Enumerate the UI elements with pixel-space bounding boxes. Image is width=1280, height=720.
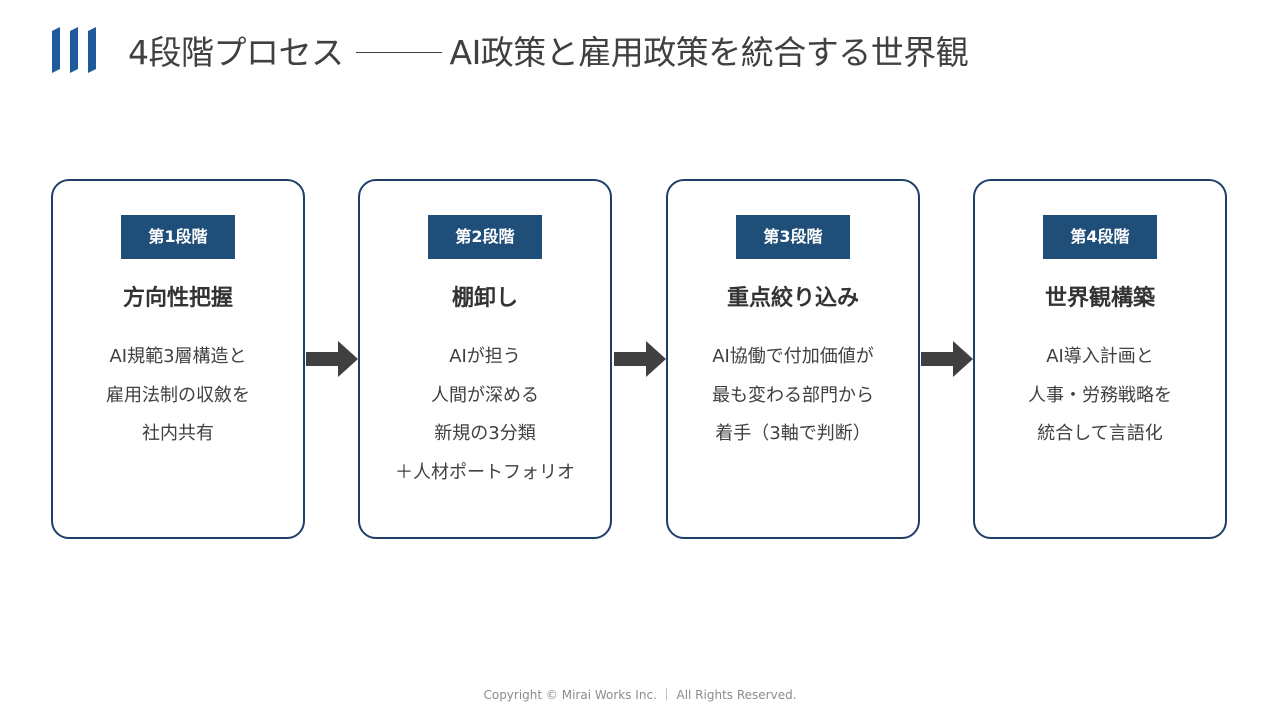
stage-description: AIが担う 人間が深める 新規の3分類 ＋人材ポートフォリオ [360, 338, 610, 492]
stage-description-line: AI規範3層構造と [109, 346, 247, 367]
stage-description-line: 最も変わる部門から [712, 384, 874, 406]
title-separator [355, 52, 442, 53]
right-arrow-icon [614, 341, 666, 377]
stage-title: 棚卸し [451, 286, 518, 311]
stage-card-2: 第2段階 棚卸し AIが担う 人間が深める 新規の3分類 ＋人材ポートフォリオ [358, 179, 612, 539]
stage-description-line: AIが担う [449, 346, 521, 367]
stage-title: 方向性把握 [122, 286, 233, 311]
stage-description-line: 人事・労務戦略を [1028, 384, 1172, 406]
right-arrow-icon [306, 341, 358, 377]
stage-description-line: 社内共有 [142, 423, 214, 444]
stage-description: AI規範3層構造と 雇用法制の収斂を 社内共有 [53, 338, 303, 454]
copyright-footer: Copyright © Mirai Works Inc. ｜ All Right… [483, 688, 797, 702]
stage-card-3: 第3段階 重点絞り込み AI協働で付加価値が 最も変わる部門から 着手（3軸で判… [666, 179, 920, 539]
stage-description: AI協働で付加価値が 最も変わる部門から 着手（3軸で判断） [668, 338, 918, 454]
stage-badge: 第1段階 [121, 215, 235, 259]
stage-description-line: 着手（3軸で判断） [715, 423, 871, 444]
stage-badge: 第2段階 [428, 215, 542, 259]
stage-description-line: 人間が深める [431, 384, 539, 406]
page-title: 4段階プロセス AI政策と雇用政策を統合する世界観 [128, 30, 969, 76]
stage-title: 世界観構築 [1044, 286, 1155, 311]
stage-title: 重点絞り込み [726, 286, 859, 311]
page-title-sub: AI政策と雇用政策を統合する世界観 [449, 33, 969, 72]
stage-description-line: 新規の3分類 [434, 423, 536, 444]
page-title-main: 4段階プロセス [128, 33, 344, 72]
right-arrow-icon [921, 341, 973, 377]
stage-badge: 第4段階 [1043, 215, 1157, 259]
stage-card-4: 第4段階 世界観構築 AI導入計画と 人事・労務戦略を 統合して言語化 [973, 179, 1227, 539]
stage-description-line: 統合して言語化 [1037, 423, 1163, 444]
stage-description-line: AI導入計画と [1046, 346, 1154, 367]
stage-card-1: 第1段階 方向性把握 AI規範3層構造と 雇用法制の収斂を 社内共有 [51, 179, 305, 539]
company-logo-icon [52, 27, 96, 73]
stage-description-line: AI協働で付加価値が [712, 346, 874, 367]
stage-description-line: ＋人材ポートフォリオ [395, 461, 575, 483]
stage-badge: 第3段階 [736, 215, 850, 259]
stage-description-line: 雇用法制の収斂を [106, 384, 250, 406]
stage-description: AI導入計画と 人事・労務戦略を 統合して言語化 [975, 338, 1225, 454]
